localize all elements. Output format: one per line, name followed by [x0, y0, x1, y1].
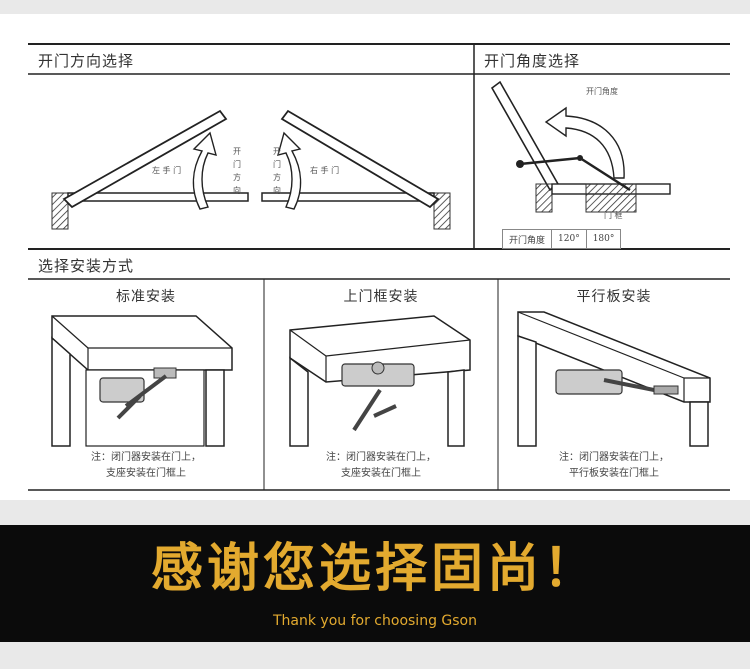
right-wall: [433, 192, 451, 230]
open-door-leaf: [490, 80, 560, 192]
right-open-direction-label: 开门方向: [273, 147, 281, 195]
left-open-direction-label: 开门方向: [233, 147, 241, 195]
install-top-frame-note-line2: 支座安装在门框上: [341, 468, 421, 479]
install-top-frame-note: 注：闭门器安装在门上， 支座安装在门框上: [264, 450, 498, 482]
instruction-sheet: 开门方向选择 开门角度选择 选择安装方式 左 手 门 开门方向 开门方向: [0, 14, 750, 500]
install-standard-note: 注：闭门器安装在门上， 支座安装在门框上: [28, 450, 264, 482]
frame-lines: [28, 43, 730, 491]
door-direction-title: 开门方向选择: [38, 52, 135, 70]
left-door-leaf: [62, 109, 228, 209]
open-angle-label: 开门角度: [586, 87, 618, 96]
left-arrow-icon: [192, 131, 217, 210]
angle-option-120: 120°: [551, 229, 587, 249]
install-method-title: 选择安装方式: [38, 257, 135, 275]
install-parallel-note-line2: 平行板安装在门框上: [569, 468, 659, 479]
door-frame-label: 门 框: [604, 211, 623, 220]
install-top-frame-note-line1: 注：闭门器安装在门上，: [326, 452, 436, 463]
thanks-english: Thank you for choosing Gson: [273, 613, 477, 629]
left-wall: [51, 192, 69, 230]
install-top-frame-title: 上门框安装: [343, 289, 419, 305]
closer-arm: [519, 156, 581, 166]
wall-block: [535, 183, 553, 213]
install-top-frame-illustration: [289, 315, 471, 447]
install-standard-note-line1: 注：闭门器安装在门上，: [91, 452, 201, 463]
angle-option-180: 180°: [585, 229, 622, 249]
door-direction-diagram: [51, 109, 451, 230]
install-standard-note-line2: 支座安装在门框上: [106, 468, 186, 479]
right-hand-door-label: 右 手 门: [310, 166, 340, 175]
right-arrow-icon: [277, 131, 302, 210]
install-parallel-illustration: [517, 311, 711, 447]
closer-body: [99, 377, 145, 403]
install-parallel-note-line1: 注：闭门器安装在门上，: [559, 452, 669, 463]
angle-options-table: 开门角度 120° 180°: [501, 229, 622, 249]
angle-table-header: 开门角度: [501, 229, 553, 249]
install-standard-title: 标准安装: [116, 289, 176, 305]
thank-you-banner: 感谢您选择固尚！ Thank you for choosing Gson: [0, 525, 750, 642]
angle-arrow-icon: [544, 106, 625, 179]
door-angle-title: 开门角度选择: [484, 52, 581, 70]
install-standard-illustration: [51, 315, 233, 447]
right-door-leaf: [280, 109, 440, 209]
install-parallel-title: 平行板安装: [576, 289, 652, 305]
door-angle-diagram: [490, 80, 671, 213]
install-parallel-note: 注：闭门器安装在门上， 平行板安装在门框上: [498, 450, 730, 482]
left-hand-door-label: 左 手 门: [152, 166, 182, 175]
thanks-chinese: 感谢您选择固尚！: [150, 539, 599, 599]
